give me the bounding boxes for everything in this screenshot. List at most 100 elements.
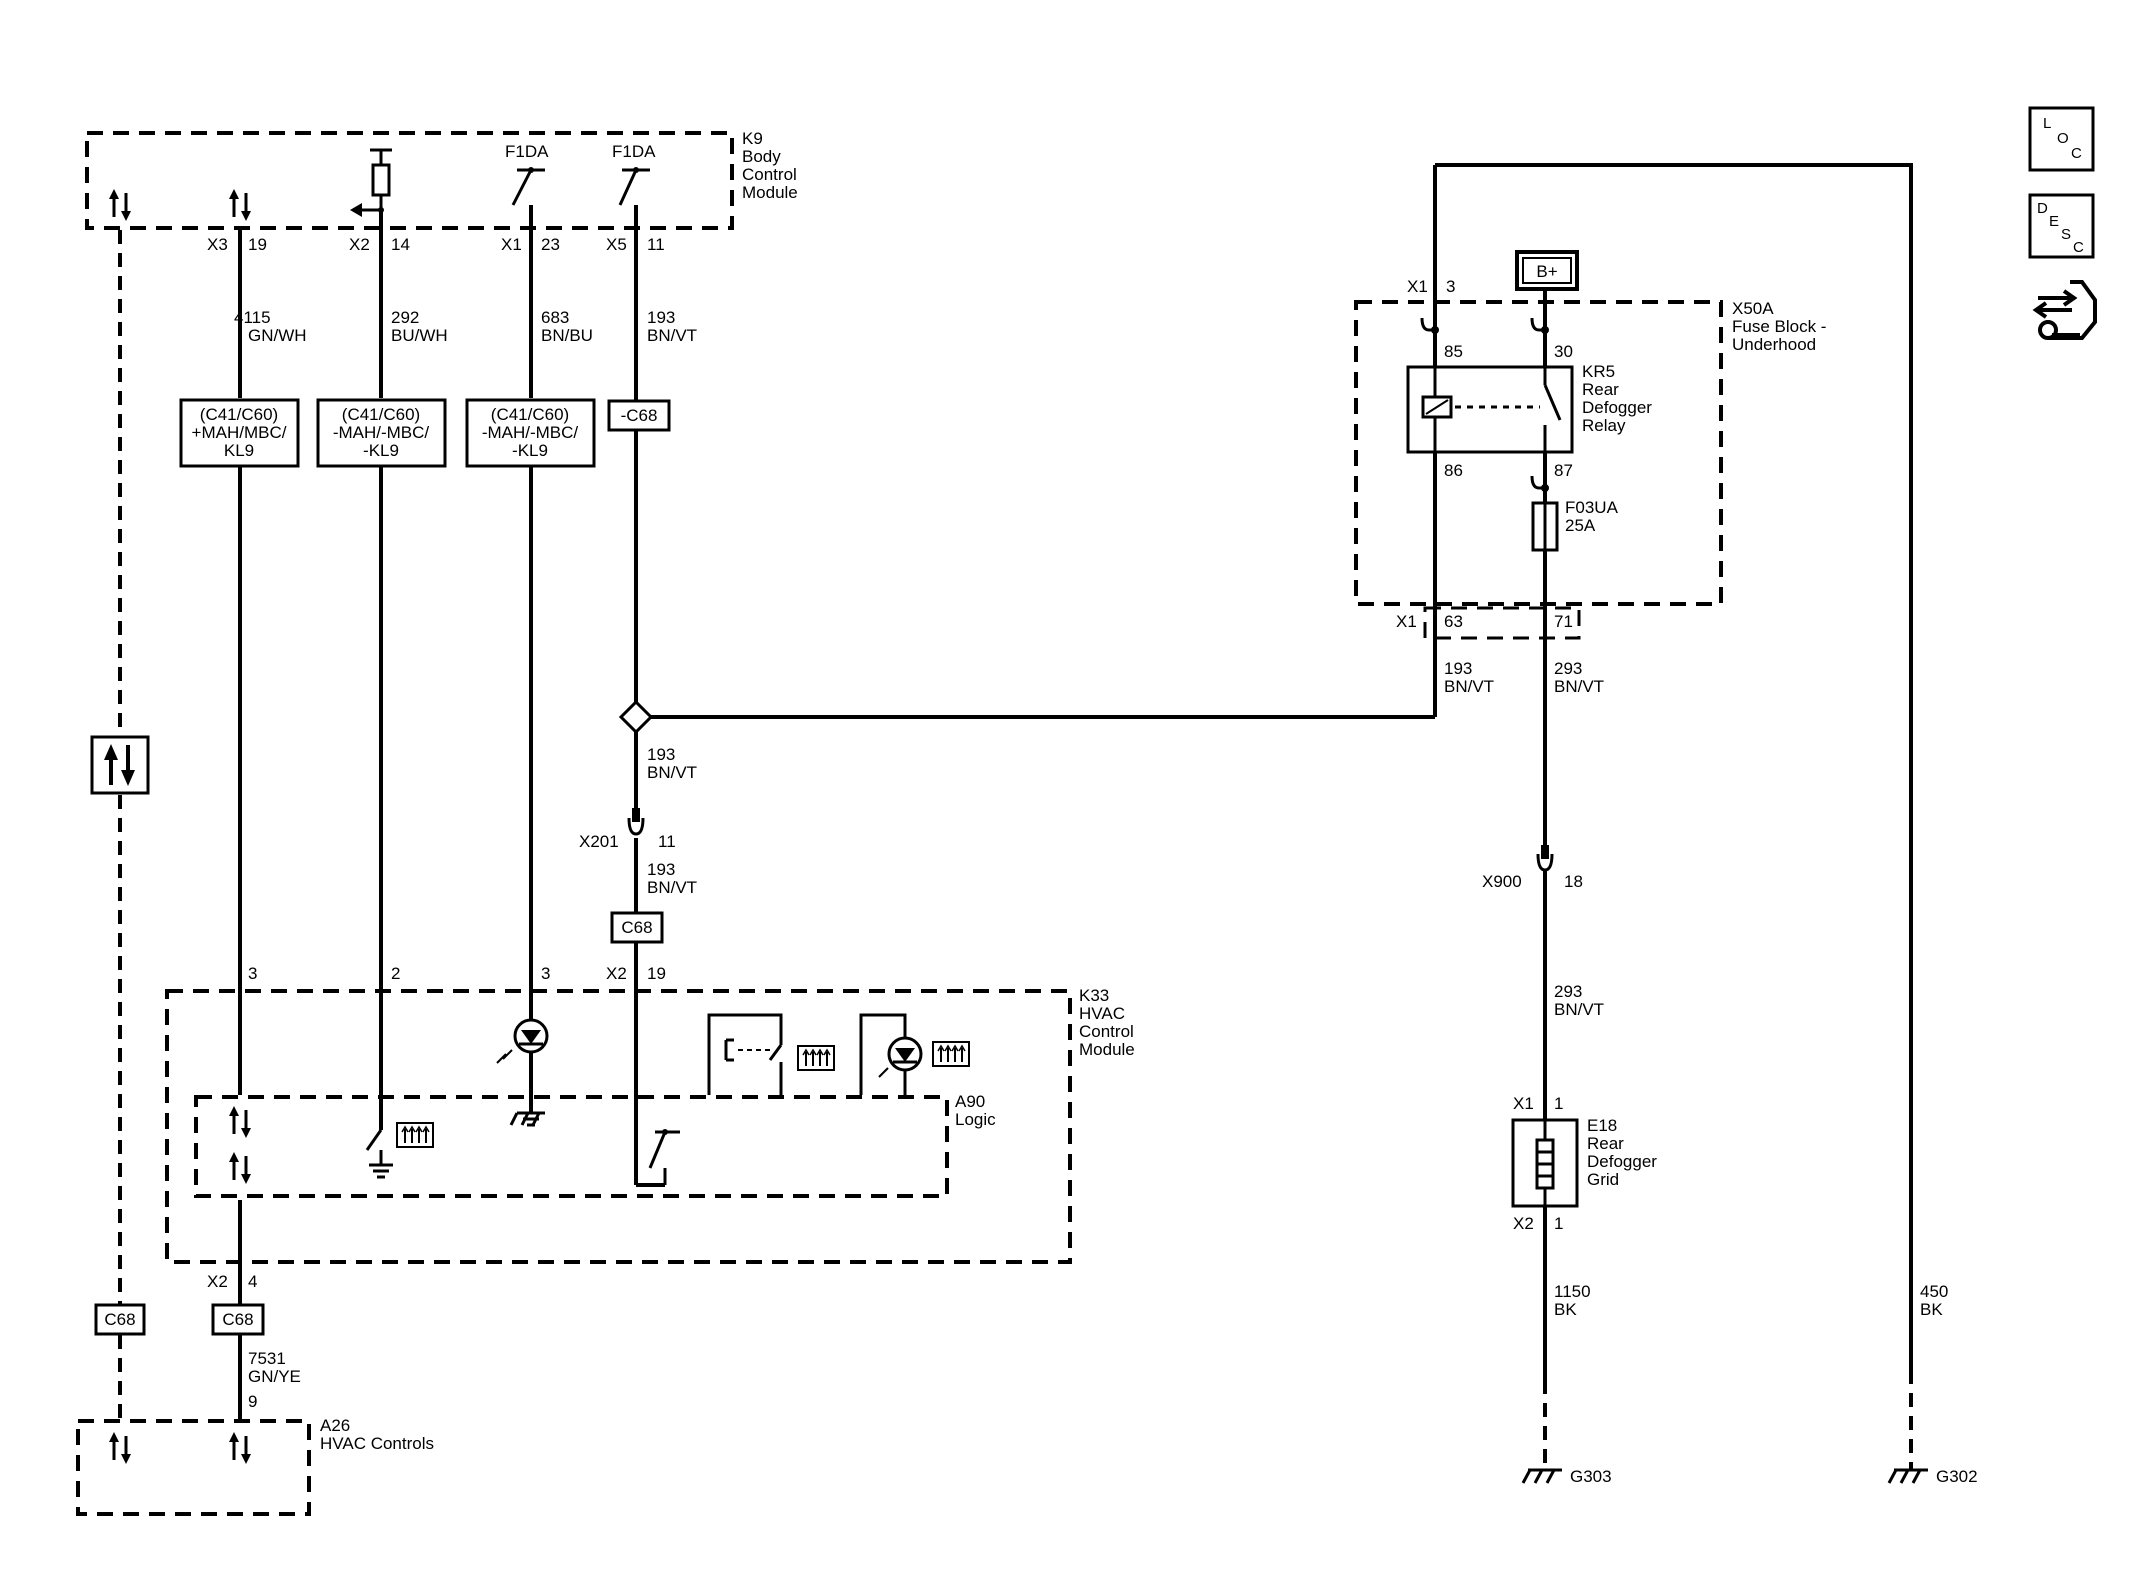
- defog-switch-indicator: [707, 1013, 835, 1095]
- e18-rear-defogger-grid: [1511, 1118, 1579, 1208]
- x201-label: X201: [579, 832, 619, 851]
- wire-293-num: 293: [1554, 659, 1582, 678]
- wire-7531-color: GN/YE: [248, 1367, 301, 1386]
- x50a-connector: X1: [1396, 612, 1417, 631]
- option-text: C68: [621, 918, 652, 937]
- k9-x5: X5: [606, 235, 627, 254]
- option-box: -C68: [607, 399, 671, 432]
- relay-pin: 87: [1554, 461, 1573, 480]
- serial-data-arrow-icon: [227, 187, 253, 223]
- serial-data-arrow-icon: [107, 187, 133, 223]
- serial-data-arrow-icon: [227, 1104, 253, 1140]
- ground-icon: [369, 1163, 393, 1179]
- kr5-relay: [1406, 365, 1574, 454]
- option-text: -MAH/-MBC/: [482, 423, 579, 442]
- option-text: (C41/C60): [491, 405, 569, 424]
- x50a-fuse-block: X50A Fuse Block - Underhood: [1354, 299, 1826, 606]
- k33-line3: Module: [1079, 1040, 1135, 1059]
- wire-193-num: 193: [1444, 659, 1472, 678]
- ground-icon: [519, 1111, 543, 1127]
- x50a-pin: 71: [1554, 612, 1573, 631]
- e18-pin: 1: [1554, 1214, 1563, 1233]
- k9-x2: X2: [349, 235, 370, 254]
- battery-positive: B+: [1515, 250, 1579, 291]
- relay-pin: 85: [1444, 342, 1463, 361]
- serial-data-arrow-icon: [227, 1430, 253, 1466]
- x50a-line1: Fuse Block -: [1732, 317, 1826, 336]
- option-text: (C41/C60): [200, 405, 278, 424]
- option-box: C68: [610, 911, 664, 944]
- k9-x1: X1: [501, 235, 522, 254]
- x50a-connector: X1: [1407, 277, 1428, 296]
- option-box: (C41/C60) +MAH/MBC/ KL9: [179, 398, 300, 468]
- k9-line3: Module: [742, 183, 798, 202]
- relay-pin: 86: [1444, 461, 1463, 480]
- k9-line1: Body: [742, 147, 781, 166]
- option-text: (C41/C60): [342, 405, 420, 424]
- k33-connector: X2: [207, 1272, 228, 1291]
- serial-data-icon: [90, 735, 150, 795]
- kr5-line3: Relay: [1582, 416, 1626, 435]
- option-box: (C41/C60) -MAH/-MBC/ -KL9: [465, 398, 596, 468]
- switch-icon: [1543, 384, 1562, 421]
- kr5-line1: Rear: [1582, 380, 1619, 399]
- splice-icon: [618, 699, 654, 735]
- wire-293-color: BN/VT: [1554, 677, 1604, 696]
- k9-pin14: 14: [391, 235, 410, 254]
- option-box: (C41/C60) -MAH/-MBC/ -KL9: [316, 398, 447, 468]
- wire-683-color: BN/BU: [541, 326, 593, 345]
- k9-line2: Control: [742, 165, 797, 184]
- a26-id: A26: [320, 1416, 350, 1435]
- rear-defog-icon: [797, 1045, 835, 1071]
- relay-pin: 30: [1554, 342, 1573, 361]
- wire-292-num: 292: [391, 308, 419, 327]
- e18-connector: X2: [1513, 1214, 1534, 1233]
- k9-pin19: 19: [248, 235, 267, 254]
- switch-icon: [365, 1129, 383, 1151]
- loc-button[interactable]: L O C: [2028, 106, 2095, 172]
- a26-pin: 9: [248, 1392, 257, 1411]
- connector-wrench-icon[interactable]: [2032, 280, 2097, 340]
- k33-line1: HVAC: [1079, 1004, 1125, 1023]
- wire-450: [1435, 163, 1913, 1370]
- e18-line3: Grid: [1587, 1170, 1619, 1189]
- g303-label: G303: [1570, 1467, 1612, 1486]
- g302-label: G302: [1936, 1467, 1978, 1486]
- x201-pin: 11: [658, 832, 676, 851]
- e18-id: E18: [1587, 1116, 1617, 1135]
- switch-icon: [618, 169, 638, 206]
- wire-193-num: 193: [647, 745, 675, 764]
- switch-icon: [648, 1131, 667, 1169]
- k33-connector: X2: [606, 964, 627, 983]
- wire-193-color: BN/VT: [647, 326, 697, 345]
- k33-pin: 3: [248, 964, 257, 983]
- wire-193-num: 193: [647, 308, 675, 327]
- serial-data-arrow-icon: [227, 1150, 253, 1186]
- fuse-id: F03UA: [1565, 498, 1619, 517]
- desc-button[interactable]: D E S C: [2028, 193, 2095, 259]
- e18-line1: Rear: [1587, 1134, 1624, 1153]
- chassis-ground-icon: [1887, 1468, 1928, 1484]
- rear-defog-icon: [932, 1041, 970, 1067]
- k9-body-control-module: K9 Body Control Module F1DA F1DA: [85, 129, 798, 230]
- serial-data-arrow-icon: [107, 1430, 133, 1466]
- f1da-label-b: F1DA: [612, 142, 656, 161]
- output-arrow-icon: [350, 203, 362, 217]
- wire-193-color: BN/VT: [1444, 677, 1494, 696]
- k33-hvac-control-module: K33 HVAC Control Module: [165, 986, 1135, 1264]
- option-text: -C68: [621, 406, 658, 425]
- option-text: -KL9: [363, 441, 399, 460]
- a90-id: A90: [955, 1092, 985, 1111]
- switch-icon: [511, 169, 533, 206]
- wire-450-color: BK: [1920, 1300, 1943, 1319]
- k33-pin: 19: [647, 964, 666, 983]
- option-box: C68: [211, 1303, 265, 1336]
- chassis-ground-icon: [1521, 1468, 1562, 1484]
- wire-193-color: BN/VT: [647, 763, 697, 782]
- terminal-icon: [1420, 317, 1435, 332]
- kr5-id: KR5: [1582, 362, 1615, 381]
- wire-292-color: BU/WH: [391, 326, 448, 345]
- indicator-led-icon: [496, 1018, 549, 1064]
- bplus-label: B+: [1536, 262, 1557, 281]
